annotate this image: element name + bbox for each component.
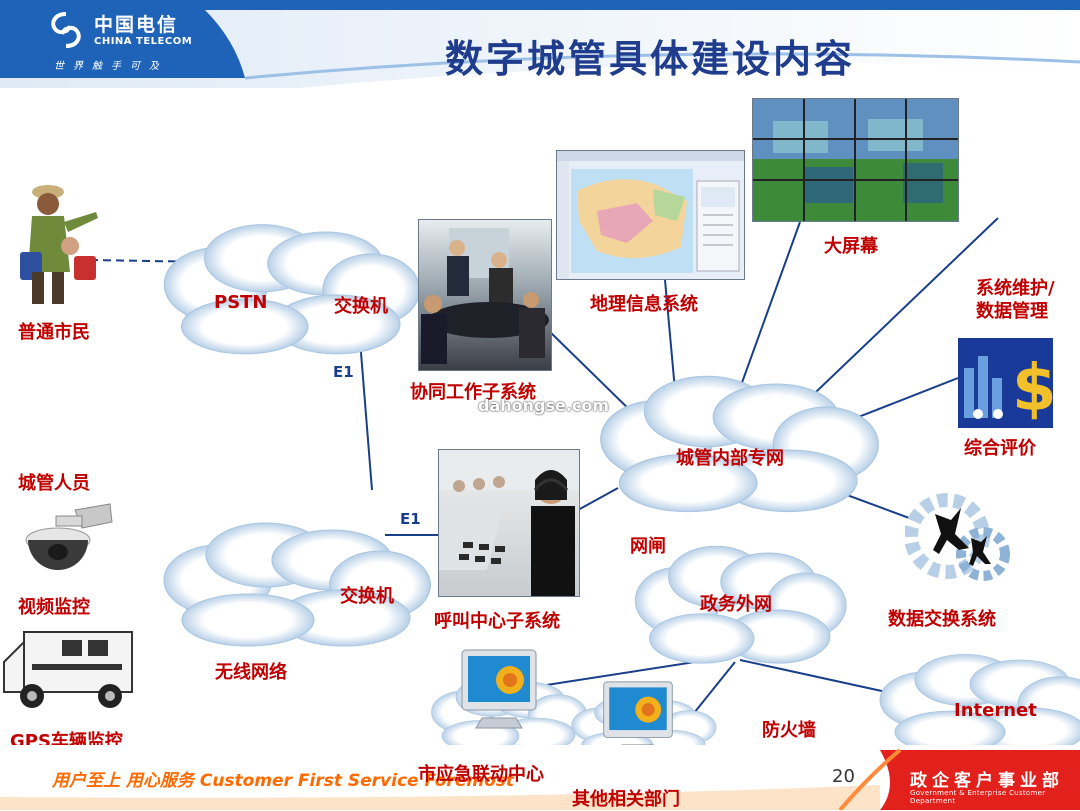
label-switch-bottom: 交换机 bbox=[340, 586, 394, 607]
footer-band bbox=[0, 745, 1080, 810]
watermark-text: dahongse.com bbox=[478, 396, 610, 415]
gis-screenshot bbox=[556, 150, 745, 280]
page-number: 20 bbox=[832, 766, 855, 787]
call-center-photo bbox=[438, 449, 580, 597]
department-name-english: Government & Enterprise Customer Departm… bbox=[910, 789, 1046, 805]
logo-chinese-text: 中国电信 bbox=[94, 14, 179, 36]
slide-header: 中国电信 CHINA TELECOM 世界触手可及 数字城管具体建设内容 bbox=[0, 0, 1080, 92]
extranet-other-link bbox=[689, 661, 736, 719]
callcenter-internal-link bbox=[577, 487, 619, 511]
label-switch-top: 交换机 bbox=[334, 296, 388, 317]
svg-text:$: $ bbox=[1012, 352, 1053, 426]
evaluation-graphic: $ bbox=[958, 338, 1057, 428]
label-internal-net: 城管内部专网 bbox=[676, 448, 784, 469]
logo-slogan: 世界触手可及 bbox=[54, 61, 168, 72]
collab-meeting-photo bbox=[418, 219, 552, 371]
ambulance-icon bbox=[3, 631, 133, 708]
gis-internal-link bbox=[664, 279, 676, 391]
header-swoosh bbox=[0, 0, 1080, 88]
screen-internal-link bbox=[734, 221, 801, 403]
emergency-center-monitor-icon bbox=[461, 649, 537, 729]
label-evaluation: 综合评价 bbox=[964, 438, 1036, 459]
data-exchange-gears-icon bbox=[904, 484, 1010, 589]
cctv-camera-icon bbox=[25, 503, 113, 570]
extranet-internet-link bbox=[739, 659, 901, 696]
label-inspector: 城管人员 bbox=[18, 473, 90, 494]
pstn-cloud bbox=[163, 224, 421, 355]
label-maintenance-line2: 数据管理 bbox=[976, 301, 1048, 322]
logo-english-text: CHINA TELECOM bbox=[94, 36, 193, 47]
label-firewall: 防火墙 bbox=[762, 720, 816, 741]
collab-internal-link bbox=[547, 329, 639, 419]
label-e1-top: E1 bbox=[333, 363, 354, 381]
label-maintenance-line1: 系统维护/ bbox=[976, 278, 1055, 299]
label-collab-subsystem: 协同工作子系统 bbox=[410, 382, 536, 403]
label-other-departments: 其他相关部门 bbox=[572, 789, 680, 810]
citizen-pstn-dashed-link bbox=[89, 259, 211, 263]
label-wireless: 无线网络 bbox=[215, 662, 287, 683]
big-screen-video-wall bbox=[752, 98, 959, 222]
footer-slogan: 用户至上 用心服务 Customer First Service Foremos… bbox=[52, 771, 514, 791]
label-internet: Internet bbox=[954, 700, 1037, 721]
citizen-figure-icon bbox=[20, 185, 98, 304]
page-title: 数字城管具体建设内容 bbox=[444, 36, 855, 81]
label-citizen: 普通市民 bbox=[18, 322, 90, 343]
label-gis: 地理信息系统 bbox=[590, 294, 698, 315]
label-video-monitoring: 视频监控 bbox=[18, 597, 90, 618]
department-name: 政企客户事业部 bbox=[910, 771, 1064, 791]
label-big-screen: 大屏幕 bbox=[824, 236, 878, 257]
label-gateway: 网闸 bbox=[630, 536, 666, 557]
label-gov-extranet: 政务外网 bbox=[700, 594, 772, 615]
maintenance-internal-link bbox=[794, 217, 999, 413]
label-emergency-center: 市应急联动中心 bbox=[418, 764, 544, 785]
label-pstn: PSTN bbox=[214, 292, 268, 313]
china-telecom-logo-icon bbox=[51, 12, 81, 48]
label-call-center: 呼叫中心子系统 bbox=[434, 611, 560, 632]
label-data-exchange: 数据交换系统 bbox=[888, 609, 996, 630]
label-e1-bottom: E1 bbox=[400, 510, 421, 528]
